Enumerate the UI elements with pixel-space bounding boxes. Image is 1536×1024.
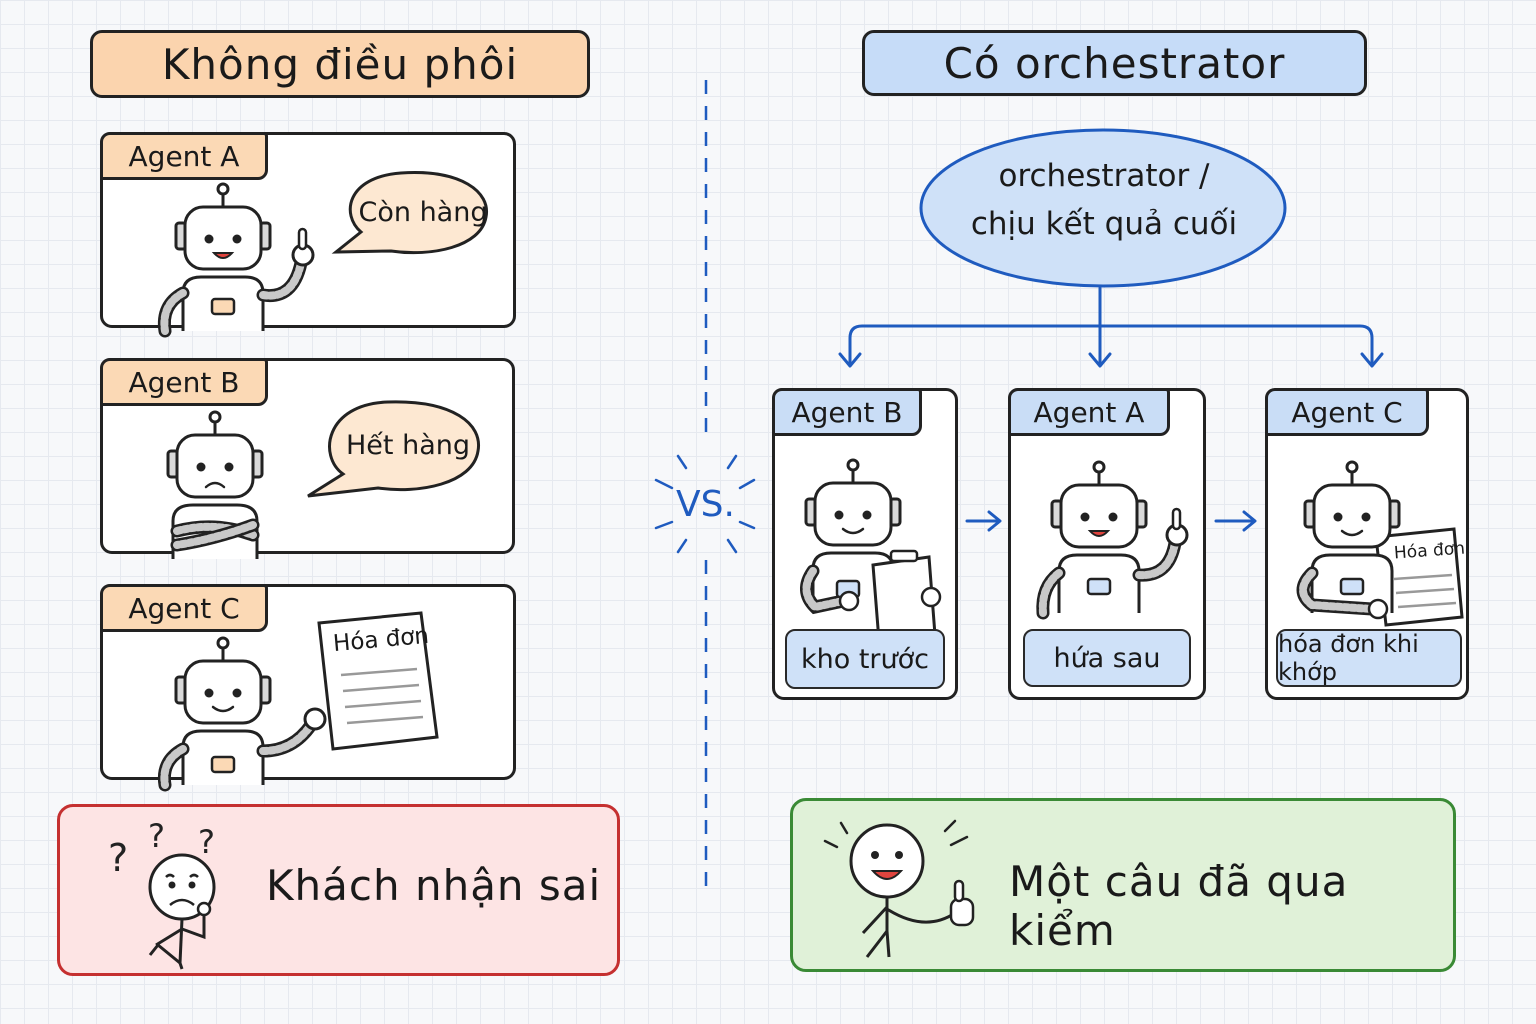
robot-clipboard [800, 458, 942, 643]
right-title: Có orchestrator [862, 30, 1367, 96]
agent-tag: Agent C [100, 584, 268, 632]
speech-text: Hết hàng [346, 429, 470, 461]
step-label: hóa đơn khi khớp [1276, 629, 1462, 687]
happy-stick-figure-thumbs-up-icon [823, 819, 975, 958]
panel-agent-c: Agent C Hóa đơn [100, 584, 516, 792]
agent-tag: Agent A [100, 132, 268, 180]
speech-bubble [331, 171, 489, 255]
left-title: Không điều phôi [90, 30, 590, 98]
robot-happy-pointing [157, 182, 315, 338]
svg-text:?: ? [148, 817, 165, 855]
flow-agent-b: Agent B kho trước [772, 388, 958, 700]
flow-arrow-2 [1214, 510, 1257, 532]
robot-sad-arms-crossed [166, 410, 264, 559]
invoice-document [317, 611, 439, 751]
orchestrator-text-2: chịu kết quả cuối [970, 206, 1238, 242]
step-label: kho trước [785, 629, 945, 689]
robot-presenting [1296, 460, 1401, 620]
robot-happy-pointing [1036, 460, 1189, 620]
result-fail: ? ? ? Khách nhận sai [57, 804, 620, 976]
result-success-text: Một câu đã qua kiểm [1009, 857, 1349, 955]
orchestrator-text-1: orchestrator / [998, 158, 1210, 194]
agent-tag: Agent B [772, 388, 922, 436]
agent-tag: Agent A [1008, 388, 1170, 436]
vs-divider [654, 80, 756, 890]
robot-presenting [157, 636, 327, 792]
agent-tag: Agent C [1265, 388, 1429, 436]
panel-agent-b: Agent B Hết hàng [100, 358, 515, 559]
agent-tag: Agent B [100, 358, 268, 406]
result-fail-text: Khách nhận sai [266, 861, 602, 910]
orchestrator-node [919, 128, 1287, 288]
orchestrator-connectors [838, 286, 1384, 368]
speech-bubble [307, 400, 481, 498]
flow-arrow-1 [965, 510, 1002, 532]
vs-label: VS. [676, 484, 735, 525]
svg-text:?: ? [198, 823, 215, 861]
flow-agent-c: Agent C Hóa đơn hóa đơn khi khớp [1265, 388, 1469, 700]
speech-text: Còn hàng [358, 196, 488, 228]
confused-stick-figure-icon: ? ? ? [108, 817, 216, 970]
svg-text:?: ? [108, 836, 128, 880]
flow-agent-a: Agent A hứa sau [1008, 388, 1206, 700]
result-success: Một câu đã qua kiểm [790, 798, 1456, 972]
step-label: hứa sau [1023, 629, 1191, 687]
panel-agent-a: Agent A Còn hàng [100, 132, 516, 338]
